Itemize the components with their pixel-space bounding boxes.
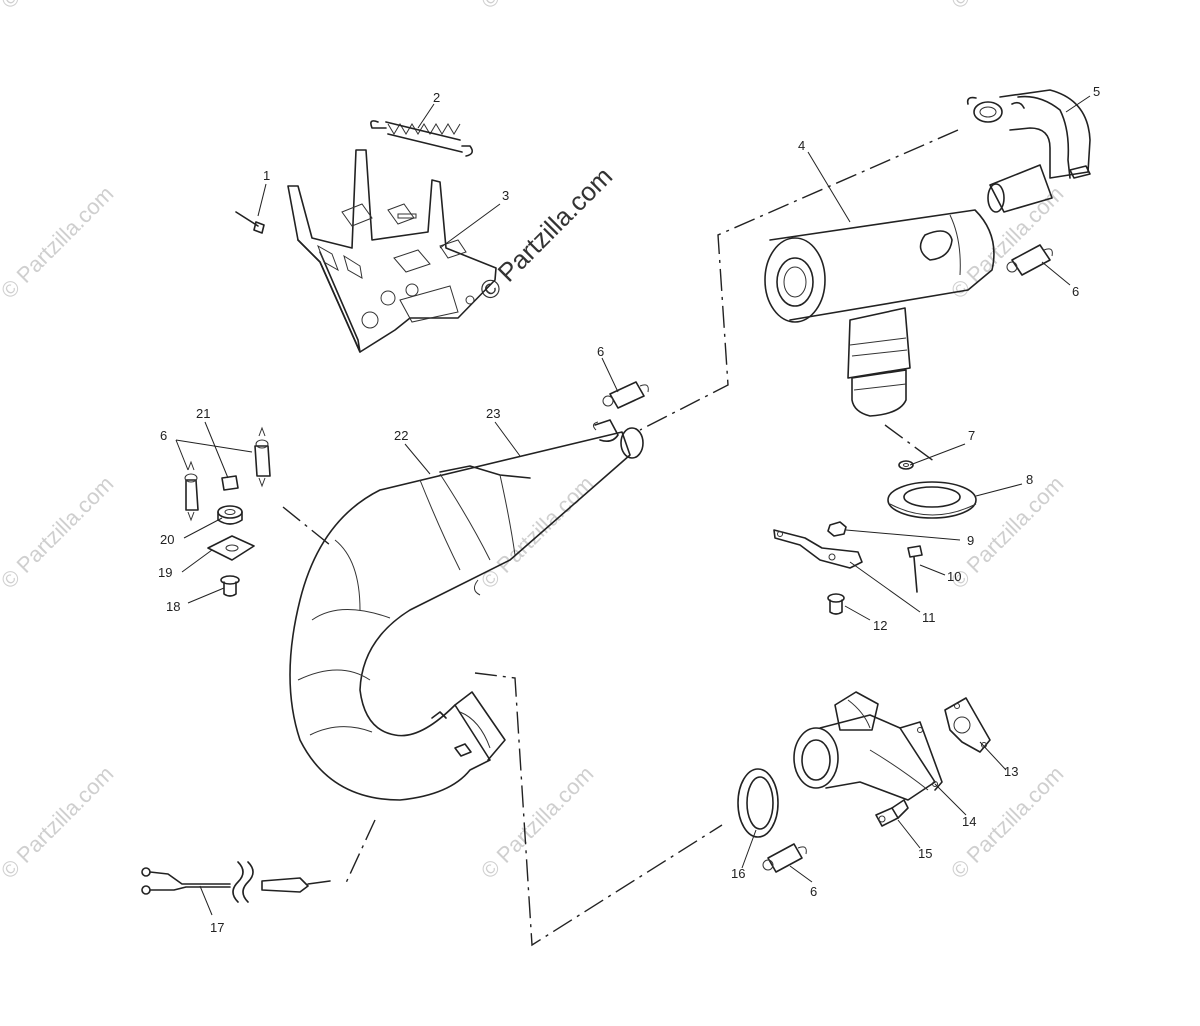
- bracket-part-3: [287, 149, 497, 353]
- spring-part-6: [1006, 244, 1053, 276]
- callout-labels: 1 2 3 4 5 6 6 6 6 6 7 8 9 10 11 12 13 14…: [158, 84, 1100, 935]
- sensor-wire-part-17: [141, 861, 331, 903]
- callout-12: 12: [873, 618, 887, 633]
- callout-6: 6: [160, 428, 167, 443]
- callout-21: 21: [196, 406, 210, 421]
- rivet-part-1: [235, 211, 265, 234]
- manifold-part-14: [793, 691, 943, 801]
- callout-1: 1: [263, 168, 270, 183]
- callout-16: 16: [731, 866, 745, 881]
- callout-6: 6: [597, 344, 604, 359]
- watermark: © Partzilla.com: [0, 0, 118, 14]
- nut-part-9: [827, 521, 847, 537]
- watermark: © Partzilla.com: [0, 471, 118, 594]
- callout-4: 4: [798, 138, 805, 153]
- callout-15: 15: [918, 846, 932, 861]
- muffler-part-4: [764, 209, 995, 417]
- callout-20: 20: [160, 532, 174, 547]
- elbow-pipe-part-5: [966, 89, 1091, 213]
- callout-7: 7: [968, 428, 975, 443]
- callout-2: 2: [433, 90, 440, 105]
- callout-22: 22: [394, 428, 408, 443]
- callout-8: 8: [1026, 472, 1033, 487]
- callout-10: 10: [947, 569, 961, 584]
- bolt-part-12: [827, 593, 845, 615]
- callout-23: 23: [486, 406, 500, 421]
- watermark: © Partzilla.com: [0, 761, 118, 884]
- nut-part-21: [221, 475, 239, 491]
- seal-part-16: [737, 768, 779, 838]
- spring-part-6: [254, 426, 271, 488]
- callout-5: 5: [1093, 84, 1100, 99]
- callout-6: 6: [1072, 284, 1079, 299]
- spring-part-2: [370, 120, 474, 157]
- bolt-part-15: [875, 799, 909, 827]
- spring-part-6: [762, 843, 807, 873]
- washer-part-7: [898, 460, 914, 470]
- callout-19: 19: [158, 565, 172, 580]
- watermark: © Partzilla.com: [946, 471, 1069, 594]
- bracket-part-11: [773, 529, 863, 569]
- callout-9: 9: [967, 533, 974, 548]
- plate-part-19: [207, 535, 255, 561]
- gasket-part-8: [887, 481, 977, 519]
- callout-6: 6: [810, 884, 817, 899]
- callout-11: 11: [922, 610, 936, 625]
- bolt-part-10: [907, 545, 923, 593]
- expansion-chamber-part-22-23: [289, 419, 644, 801]
- watermark: © Partzilla.com: [476, 471, 599, 594]
- watermark: © Partzilla.com: [0, 181, 118, 304]
- watermark: © Partzilla.com: [946, 0, 1069, 14]
- spring-part-6: [184, 460, 199, 522]
- callout-13: 13: [1004, 764, 1018, 779]
- watermark: © Partzilla.com: [476, 0, 599, 14]
- callout-14: 14: [962, 814, 976, 829]
- bolt-part-18: [220, 575, 240, 597]
- gasket-part-13: [944, 697, 991, 753]
- bushing-part-20: [217, 505, 243, 525]
- callout-18: 18: [166, 599, 180, 614]
- leader-lines: [175, 95, 1091, 916]
- assembly-lines: [282, 129, 959, 947]
- watermark: © Partzilla.com: [476, 761, 599, 884]
- callout-17: 17: [210, 920, 224, 935]
- callout-3: 3: [502, 188, 509, 203]
- watermark-main: © Partzilla.com: [473, 161, 618, 306]
- spring-part-6: [602, 381, 649, 409]
